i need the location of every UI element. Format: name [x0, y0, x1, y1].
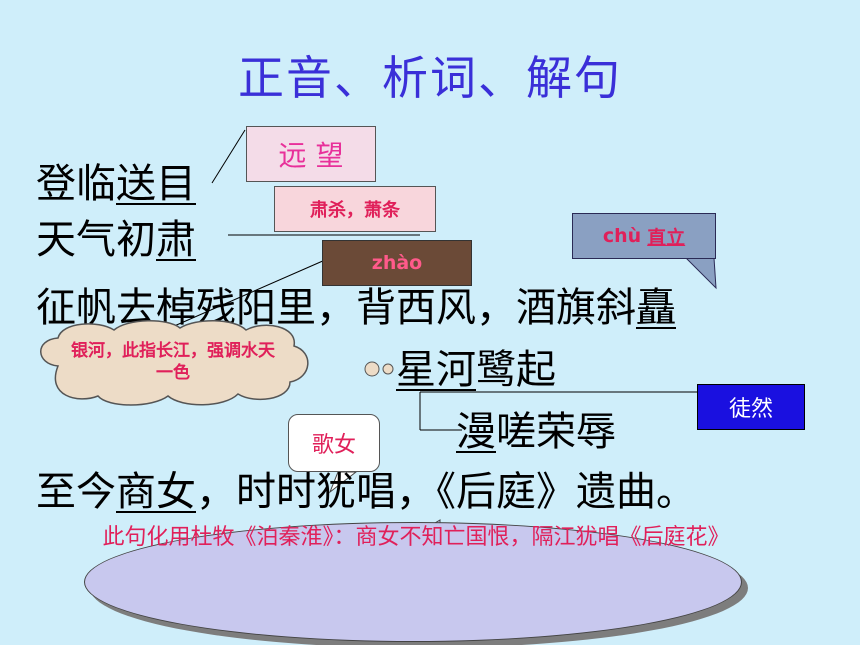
poem-text: 至今: [36, 469, 116, 515]
cloud-shape: [40, 320, 309, 406]
poem-key-word: 矗: [636, 285, 676, 331]
poem-key-word: 漫: [456, 409, 496, 455]
note-allusion-text: 此句化用杜牧《泊秦淮》：商女不知亡国恨，隔江犹唱《后庭花》: [102, 525, 730, 550]
poem-text: 登临: [36, 161, 116, 207]
poem-key-word: 星河: [396, 347, 476, 393]
note-allusion-bubble: [84, 522, 742, 642]
poem-line-2: 天气初肃: [36, 216, 196, 264]
poem-line-4: 星河鹭起: [396, 346, 556, 394]
poem-line-6: 至今商女，时时犹唱，《后庭》遗曲。: [36, 468, 696, 516]
page-title: 正音、析词、解句: [238, 51, 622, 105]
note-chu-meaning: 直立: [647, 226, 686, 249]
poem-key-word: 商女: [116, 469, 196, 515]
poem-text: 天气初: [36, 217, 156, 263]
note-xinghe-text: 银河，此指长江，强调水天一色: [71, 341, 275, 383]
note-songmu: 远 望: [246, 126, 376, 182]
note-su: 肃杀，萧条: [274, 186, 436, 232]
note-chu: chù 直立: [572, 213, 716, 259]
note-zhao-pinyin: zhào: [322, 240, 472, 286]
note-shangnv: 歌女: [288, 414, 380, 472]
poem-text: 残阳里，背西风，酒旗斜: [196, 285, 636, 331]
note-chu-pinyin: chù: [602, 225, 642, 247]
note-man: 徒然: [697, 384, 805, 430]
poem-key-word: 肃: [156, 217, 196, 263]
poem-text: 嗟荣辱: [496, 409, 616, 455]
poem-line-1: 登临送目: [36, 160, 196, 208]
note-xinghe-cloud: 银河，此指长江，强调水天一色: [28, 316, 314, 408]
poem-line-5: 漫嗟荣辱: [456, 408, 616, 456]
poem-text: ，时时犹唱，《后庭》遗曲。: [196, 469, 696, 515]
poem-key-word: 送目: [116, 161, 196, 207]
poem-text: 鹭起: [476, 347, 556, 393]
